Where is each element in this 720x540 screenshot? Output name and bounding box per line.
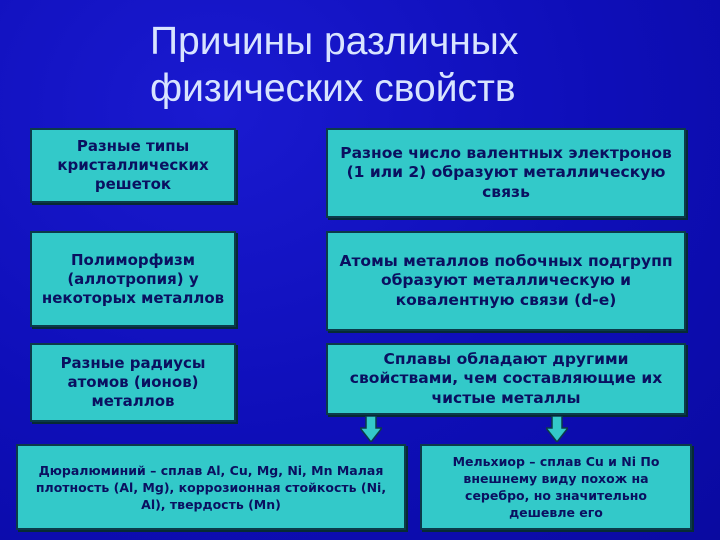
- cause-text: Разные радиусы атомов (ионов) металлов: [60, 354, 206, 410]
- cause-box-polymorphism: Полиморфизм (аллотропия) у некоторых мет…: [30, 231, 236, 327]
- cause-box-alloys: Сплавы обладают другими свойствами, чем …: [326, 343, 686, 415]
- alloy-example-duralumin: Дюралюминий – сплав Al, Cu, Mg, Ni, Mn М…: [16, 444, 406, 530]
- alloy-text: Дюралюминий – сплав Al, Cu, Mg, Ni, Mn М…: [35, 462, 387, 512]
- slide-title: Причины различных физических свойств: [150, 20, 519, 110]
- cause-box-atomic-radii: Разные радиусы атомов (ионов) металлов: [30, 343, 236, 422]
- cause-text: Сплавы обладают другими свойствами, чем …: [349, 349, 663, 407]
- cause-text: Полиморфизм (аллотропия) у некоторых мет…: [41, 250, 225, 307]
- alloy-text: Мельхиор – сплав Cu и Ni По внешнему вид…: [452, 454, 660, 520]
- cause-box-valence-electrons: Разное число валентных электронов (1 или…: [326, 128, 686, 218]
- cause-box-crystal-lattice: Разные типы кристаллических решеток: [30, 128, 236, 203]
- cause-text: Разные типы кристаллических решеток: [57, 137, 209, 193]
- arrow-down-icon: [546, 416, 568, 442]
- arrow-down-icon: [360, 416, 382, 442]
- cause-box-side-subgroups: Атомы металлов побочных подгрупп образую…: [326, 231, 686, 331]
- cause-text: Атомы металлов побочных подгрупп образую…: [339, 251, 673, 309]
- alloy-example-cupronickel: Мельхиор – сплав Cu и Ni По внешнему вид…: [420, 444, 692, 530]
- cause-text: Разное число валентных электронов (1 или…: [340, 143, 672, 201]
